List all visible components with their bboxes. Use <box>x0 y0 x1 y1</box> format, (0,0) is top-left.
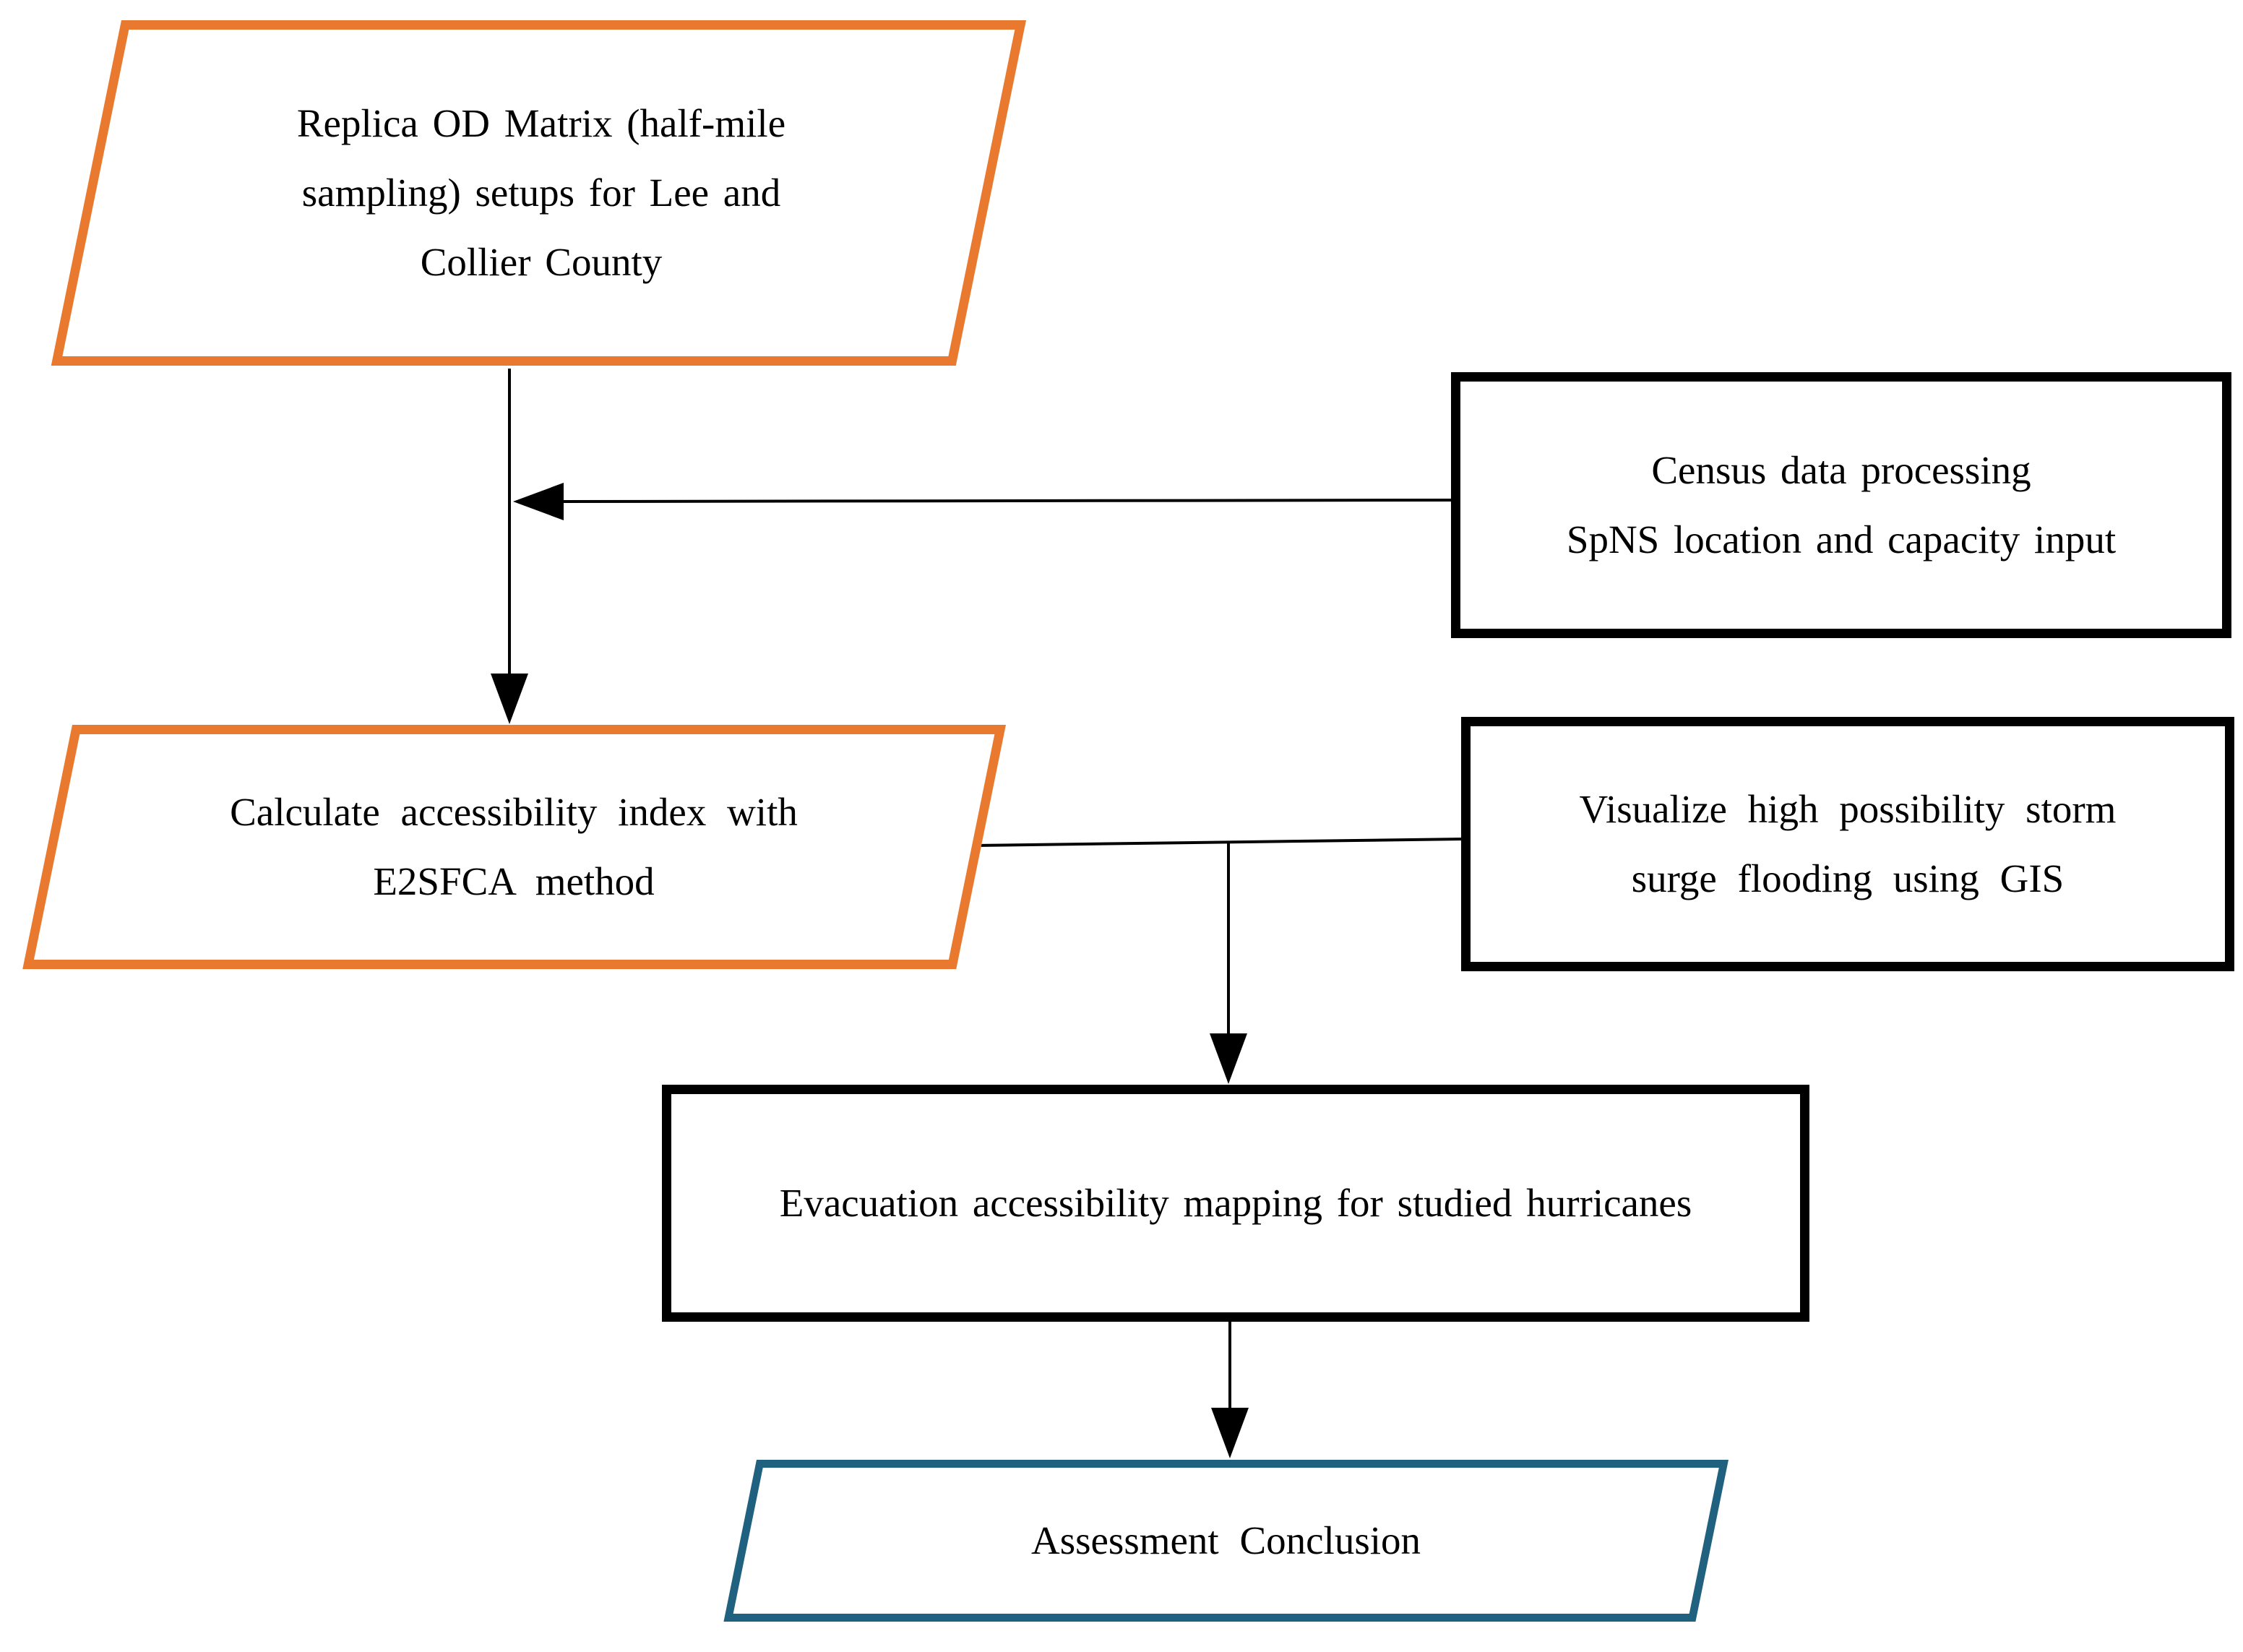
node-replica-od-matrix-label: Replica OD Matrix (half-mile sampling) s… <box>89 20 994 366</box>
label-line: Census data processing <box>1651 448 2031 492</box>
edge-census-to-line-arrowhead-left-icon <box>513 483 564 520</box>
edge-replica-to-calc-arrowhead-down-icon <box>491 674 528 724</box>
node-assessment-conclusion-label: Assessment Conclusion <box>740 1460 1712 1622</box>
node-visualize-storm-surge-label: Visualize high possibility storm surge f… <box>1461 717 2234 971</box>
label-line: sampling) setups for Lee and <box>301 171 781 215</box>
label-line: Replica OD Matrix (half-mile <box>296 101 786 145</box>
label-line: Calculate accessibility index with <box>230 790 798 834</box>
label-line: surge flooding using GIS <box>1631 856 2065 900</box>
node-evacuation-mapping-label: Evacuation accessibility mapping for stu… <box>662 1085 1809 1322</box>
label-line: Evacuation accessibility mapping for stu… <box>779 1181 1692 1225</box>
label-line: Assessment Conclusion <box>1030 1518 1421 1562</box>
label-line: Visualize high possibility storm <box>1579 787 2117 831</box>
node-evacuation-mapping-shape <box>662 1085 1809 1322</box>
label-line: E2SFCA method <box>373 859 655 903</box>
node-calculate-accessibility-label: Calculate accessibility index with E2SFC… <box>47 725 981 969</box>
node-census-data-shape <box>1451 372 2231 638</box>
edge-calc-to-visualize-line <box>973 838 1465 847</box>
label-line: SpNS location and capacity input <box>1566 517 2117 562</box>
node-census-data-label: Census data processing SpNS location and… <box>1451 372 2231 638</box>
edge-census-to-line-line <box>561 499 1453 503</box>
node-visualize-storm-surge-shape <box>1461 717 2234 971</box>
label-line: Collier County <box>420 240 663 284</box>
edge-junction-to-evacuation-arrowhead-down-icon <box>1210 1033 1247 1084</box>
edge-evacuation-to-assessment-arrowhead-down-icon <box>1211 1408 1249 1458</box>
